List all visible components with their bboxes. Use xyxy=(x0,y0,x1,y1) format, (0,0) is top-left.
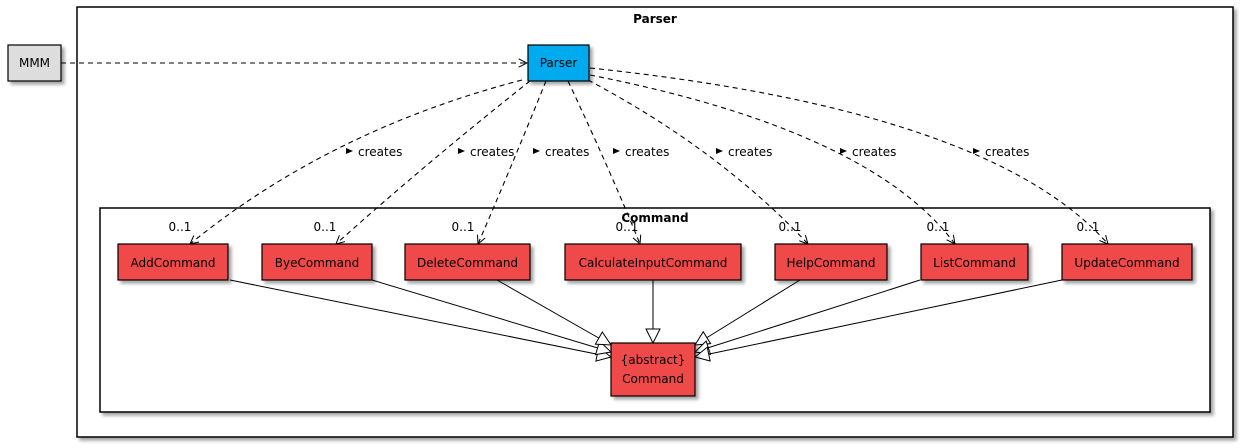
creates-label-add: creates xyxy=(358,145,402,159)
add-command-label: AddCommand xyxy=(131,256,216,270)
parser-label: Parser xyxy=(540,56,578,70)
multiplicity-label-bye: 0..1 xyxy=(314,220,337,234)
creates-label-help: creates xyxy=(728,145,772,159)
bye-command-label: ByeCommand xyxy=(275,256,359,270)
creates-direction-icon xyxy=(716,148,723,154)
creates-edge-add xyxy=(190,79,523,244)
creates-direction-icon xyxy=(840,148,847,154)
abstract-command-label: Command xyxy=(622,372,684,386)
mmm-node[interactable]: MMM xyxy=(7,44,62,82)
command-package-title: Command xyxy=(621,211,688,225)
list-command-label: ListCommand xyxy=(933,256,1016,270)
abstract-stereotype-label: {abstract} xyxy=(621,353,686,367)
inheritance-edge-help xyxy=(695,279,801,345)
multiplicity-label-add: 0..1 xyxy=(169,220,192,234)
creates-edge-calc xyxy=(567,80,640,244)
inheritance-edge-delete xyxy=(496,279,611,345)
multiplicity-label-update: 0..1 xyxy=(1077,220,1100,234)
creates-direction-icon xyxy=(973,148,980,154)
multiplicity-label-list: 0..1 xyxy=(927,220,950,234)
help-command-node[interactable]: HelpCommand xyxy=(774,243,888,281)
creates-edge-update xyxy=(589,67,1108,244)
delete-command-node[interactable]: DeleteCommand xyxy=(404,243,531,281)
help-command-label: HelpCommand xyxy=(786,256,875,270)
calculate-input-command-node[interactable]: CalculateInputCommand xyxy=(564,243,742,281)
creates-edge-bye xyxy=(336,80,531,244)
bye-command-node[interactable]: ByeCommand xyxy=(261,243,373,281)
creates-edge-list xyxy=(589,74,955,244)
creates-label-bye: creates xyxy=(470,145,514,159)
list-command-node[interactable]: ListCommand xyxy=(920,243,1029,281)
multiplicity-label-calc: 0..1 xyxy=(616,220,639,234)
abstract-command-node[interactable]: {abstract} Command xyxy=(610,342,696,397)
update-command-node[interactable]: UpdateCommand xyxy=(1061,243,1193,281)
creates-direction-icon xyxy=(533,148,540,154)
creates-edge-delete xyxy=(478,80,547,244)
creates-direction-icon xyxy=(613,148,620,154)
creates-edge-help xyxy=(587,79,808,244)
creates-label-update: creates xyxy=(985,145,1029,159)
creates-label-calc: creates xyxy=(625,145,669,159)
update-command-label: UpdateCommand xyxy=(1074,256,1179,270)
mmm-label: MMM xyxy=(19,56,50,70)
inheritance-edge-bye xyxy=(371,279,611,352)
creates-label-list: creates xyxy=(852,145,896,159)
parser-package-title: Parser xyxy=(633,12,677,26)
creates-label-delete: creates xyxy=(545,145,589,159)
creates-direction-icon xyxy=(346,148,353,154)
edges-layer: creates 0..1 creates 0..1 creates 0..1 creates… xyxy=(61,63,1108,357)
inheritance-edge-update xyxy=(695,279,1063,357)
inheritance-edge-list xyxy=(695,279,921,352)
multiplicity-label-delete: 0..1 xyxy=(452,220,475,234)
inheritance-edge-add xyxy=(229,279,611,357)
creates-direction-icon xyxy=(458,148,465,154)
parser-node[interactable]: Parser xyxy=(527,44,590,82)
calculate-input-command-label: CalculateInputCommand xyxy=(579,256,728,270)
multiplicity-label-help: 0..1 xyxy=(779,220,802,234)
add-command-node[interactable]: AddCommand xyxy=(117,243,229,281)
delete-command-label: DeleteCommand xyxy=(417,256,518,270)
